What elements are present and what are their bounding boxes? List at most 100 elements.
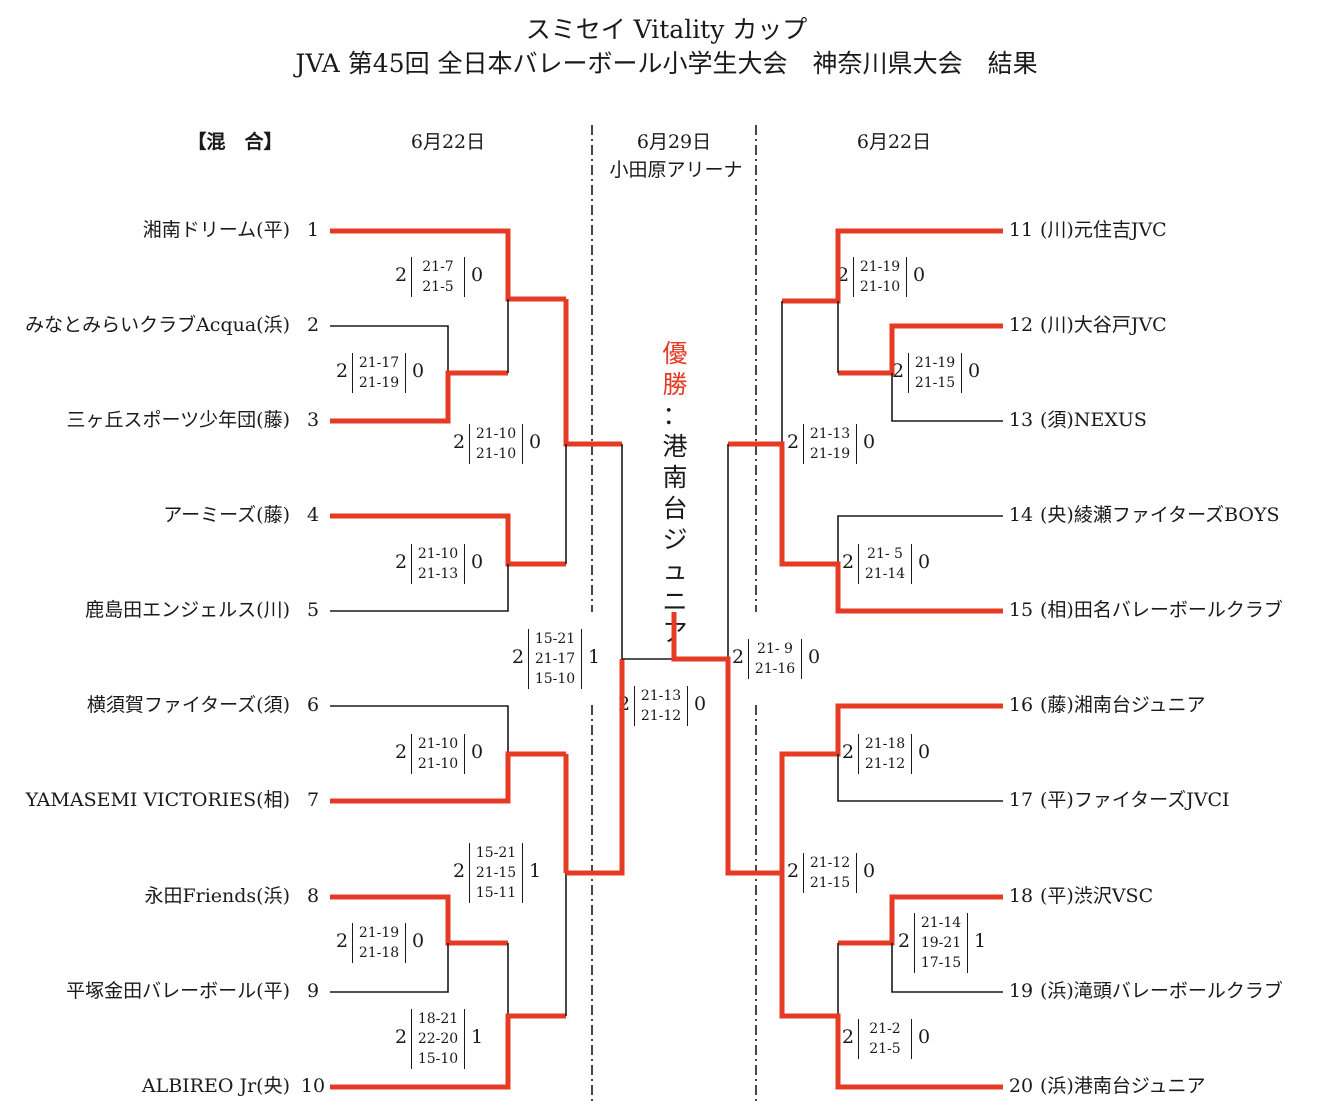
date-center: 6月29日 (636, 131, 712, 153)
line-team-14 (837, 515, 1003, 564)
team-number-left: 3 (306, 409, 320, 431)
set-score: 21-13 (417, 566, 459, 582)
loser-sets: 0 (918, 1026, 931, 1048)
set-score: 21-15 (809, 875, 851, 891)
line-team-16 (779, 703, 1003, 873)
set-score: 21-5 (422, 279, 454, 295)
set-score: 21-15 (914, 375, 956, 391)
score-box: 21- 9 21-16 2 0 (732, 639, 820, 679)
set-score: 21-16 (754, 661, 796, 677)
team-number-left: 6 (306, 694, 320, 716)
team-number-right: 20 (1008, 1075, 1034, 1097)
winner-sets: 2 (787, 431, 800, 453)
loser-sets: 0 (412, 930, 425, 952)
team-number-right: 16 (1008, 694, 1034, 716)
team-name-left: 横須賀ファイターズ(須) (86, 694, 290, 716)
set-score: 21-15 (475, 865, 517, 881)
team-number-left: 4 (306, 504, 320, 526)
loser-sets: 0 (863, 431, 876, 453)
set-score: 21-10 (859, 279, 901, 295)
team-name-left: 鹿島田エンジェルス(川) (85, 599, 290, 621)
team-name-right: (川)大谷戸JVC (1040, 314, 1167, 336)
champion-name-char: 台 (662, 494, 688, 523)
set-score: 21-10 (417, 736, 459, 752)
loser-sets: 0 (918, 551, 931, 573)
winner-sets: 2 (898, 930, 911, 952)
team-name-right: (浜)港南台ジュニア (1040, 1075, 1206, 1097)
loser-sets: 0 (918, 741, 931, 763)
team-number-right: 19 (1008, 980, 1034, 1002)
loser-sets: 0 (913, 264, 926, 286)
winner-char-2: 勝 (662, 370, 688, 399)
set-score: 21-17 (534, 651, 576, 667)
date-left: 6月22日 (410, 131, 486, 153)
champion-name-char: 南 (662, 463, 688, 492)
champion-name-char: ジ (662, 525, 688, 554)
set-score: 21-18 (358, 945, 400, 961)
line-team-3 (330, 370, 508, 424)
winner-sets: 2 (336, 930, 349, 952)
team-name-left: 三ヶ丘スポーツ少年団(藤) (66, 409, 290, 431)
line-team-8 (330, 894, 508, 946)
loser-sets: 0 (863, 860, 876, 882)
line-team-5 (330, 564, 509, 612)
team-number-left: 10 (300, 1075, 326, 1097)
line-b-winner (566, 659, 625, 876)
winner-sets: 2 (732, 646, 745, 668)
loser-sets: 0 (968, 360, 981, 382)
set-score: 21- 9 (757, 641, 793, 657)
set-score: 21- 5 (867, 546, 903, 562)
winner-sets: 2 (395, 551, 408, 573)
set-score: 21-14 (864, 566, 906, 582)
team-number-right: 17 (1008, 789, 1034, 811)
team-name-left: 永田Friends(浜) (144, 885, 290, 907)
set-score: 15-21 (475, 845, 517, 861)
team-name-right: (平)ファイターズJVCI (1040, 789, 1230, 811)
team-number-right: 15 (1008, 599, 1034, 621)
winner-sets: 2 (395, 264, 408, 286)
set-score: 21-10 (417, 546, 459, 562)
line-a-winner (563, 299, 622, 447)
line-team-1 (330, 228, 566, 302)
champion-name-char: 港 (662, 432, 688, 461)
team-number-left: 2 (306, 314, 320, 336)
winner-separator: ： (662, 401, 688, 430)
team-name-right: (川)元住吉JVC (1040, 219, 1167, 241)
date-right: 6月22日 (856, 131, 932, 153)
set-score: 21-14 (920, 915, 962, 931)
set-score: 21-2 (869, 1021, 901, 1037)
team-name-left: 湘南ドリーム(平) (142, 219, 290, 241)
set-score: 21-7 (422, 259, 454, 275)
set-score: 21-19 (358, 375, 400, 391)
winner-sets: 2 (453, 431, 466, 453)
set-scores: 21- 9 21-16 (748, 639, 802, 679)
set-score: 19-21 (920, 935, 962, 951)
winner-sets: 2 (787, 860, 800, 882)
loser-sets: 0 (808, 646, 821, 668)
loser-sets: 1 (529, 860, 542, 882)
set-score: 21-19 (809, 446, 851, 462)
loser-sets: 1 (974, 930, 987, 952)
title-line-2: JVA 第45回 全日本バレーボール小学生大会 神奈川県大会 結果 (295, 49, 1038, 78)
champion-name-char: ュ (662, 556, 688, 585)
set-scores: 21-10 21-13 (411, 544, 465, 584)
set-score: 15-10 (417, 1051, 459, 1067)
